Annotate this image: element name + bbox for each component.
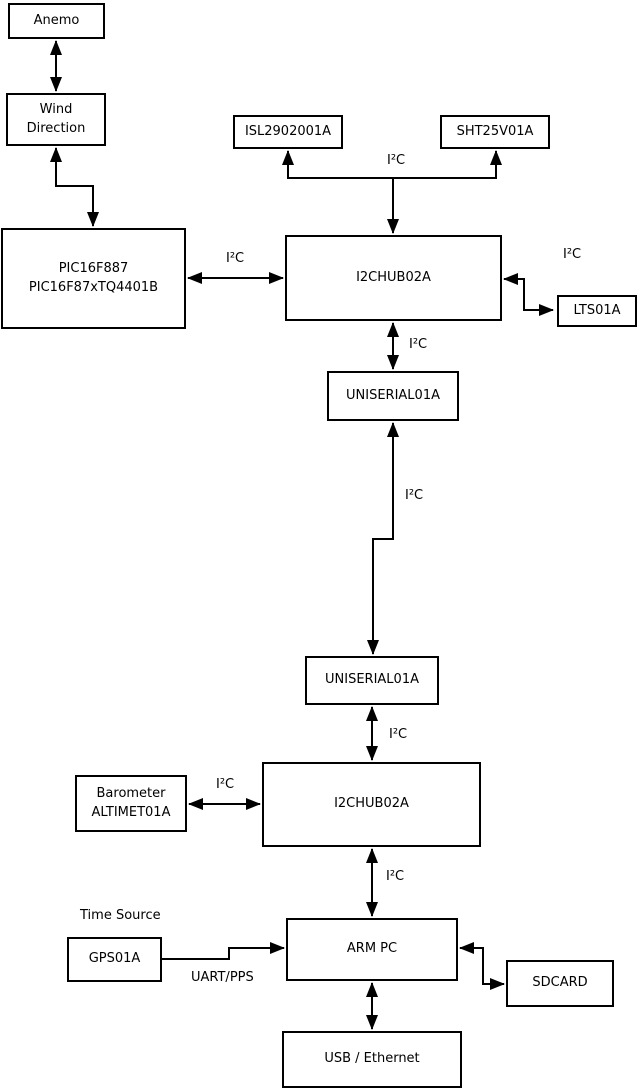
node-pic: PIC16F887 PIC16F87xTQ4401B [1, 228, 186, 329]
node-i2chub-top: I2CHUB02A [285, 235, 502, 321]
node-gps01a: GPS01A [67, 937, 162, 982]
node-anemo-label: Anemo [33, 12, 80, 28]
node-uniserial-bottom-label: UNISERIAL01A [325, 672, 419, 688]
node-wind-direction-label-line1: Wind [39, 102, 73, 118]
i2c-label-uniserial-link: I²C [405, 488, 424, 503]
node-isl2902001a: ISL2902001A [233, 115, 343, 149]
node-lts01a: LTS01A [557, 295, 637, 327]
node-lts01a-label: LTS01A [573, 302, 621, 318]
node-wind-direction-label-line2: Direction [26, 120, 86, 136]
node-wind-direction: Wind Direction [6, 93, 106, 146]
node-barometer: Barometer ALTIMET01A [75, 775, 187, 832]
node-i2chub-bottom: I2CHUB02A [262, 762, 481, 847]
edge-i2chub-top-sensors [282, 150, 502, 179]
edge-wind-direction-pic [50, 147, 99, 227]
node-i2chub-top-label: I2CHUB02A [356, 269, 431, 285]
node-isl2902001a-label: ISL2902001A [244, 123, 332, 139]
i2c-label-barometer-hub2: I²C [216, 777, 235, 792]
edge-arm-pc-sdcard [459, 942, 505, 990]
node-barometer-label-line2: ALTIMET01A [91, 804, 171, 820]
node-sdcard: SDCARD [506, 960, 614, 1007]
node-sht25v01a: SHT25V01A [440, 115, 550, 149]
node-barometer-label-line1: Barometer [96, 786, 166, 802]
node-anemo: Anemo [8, 3, 105, 39]
node-uniserial-top-label: UNISERIAL01A [346, 387, 440, 403]
edge-gps-arm-pc [162, 942, 285, 960]
i2c-label-hub-uniserial: I²C [409, 337, 428, 352]
node-uniserial-top: UNISERIAL01A [327, 371, 459, 421]
node-usb-ethernet: USB / Ethernet [282, 1031, 462, 1088]
i2c-label-hub-lts: I²C [563, 247, 582, 262]
node-sht25v01a-label: SHT25V01A [456, 123, 534, 139]
i2c-label-pic-hub: I²C [226, 251, 245, 266]
node-gps01a-label: GPS01A [88, 951, 141, 967]
node-uniserial-bottom: UNISERIAL01A [305, 656, 439, 705]
node-usb-ethernet-label: USB / Ethernet [324, 1051, 420, 1067]
edge-i2chub-top-lts01a [503, 273, 554, 316]
node-pic-label-line2: PIC16F87xTQ4401B [28, 279, 159, 295]
node-arm-pc-label: ARM PC [346, 941, 398, 957]
node-sdcard-label: SDCARD [532, 975, 588, 991]
node-i2chub-bottom-label: I2CHUB02A [334, 796, 409, 812]
uart-pps-label: UART/PPS [191, 970, 254, 985]
node-pic-label-line1: PIC16F887 [58, 261, 129, 277]
edge-uniserial-top-uniserial-bottom [367, 422, 399, 655]
node-arm-pc: ARM PC [286, 918, 458, 981]
i2c-label-hub2-armpc: I²C [386, 869, 405, 884]
time-source-label: Time Source [80, 908, 161, 923]
i2c-label-uniserial-hub2: I²C [389, 727, 408, 742]
i2c-label-hub-sensors: I²C [387, 153, 406, 168]
